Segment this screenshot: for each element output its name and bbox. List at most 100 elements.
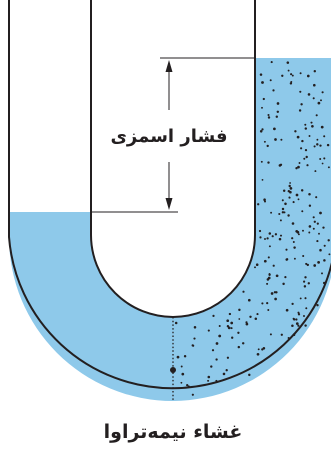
solute-particle [306, 164, 308, 166]
solute-particle [282, 199, 284, 201]
solute-particle [280, 164, 282, 166]
solute-particle [316, 114, 318, 116]
solute-particle [293, 246, 295, 248]
solute-particle [318, 102, 321, 105]
solute-particle [212, 349, 214, 351]
solute-particle [308, 93, 311, 96]
solute-particle [309, 135, 311, 137]
solute-particle [261, 161, 263, 163]
solute-particle [281, 334, 283, 336]
solute-particle [324, 245, 326, 247]
solute-particle [280, 235, 282, 237]
solute-particle [274, 298, 277, 301]
solute-particle [257, 353, 260, 356]
solute-particle [301, 210, 303, 212]
solute-particle [270, 333, 272, 335]
solute-particle [223, 373, 226, 376]
solute-particle [283, 189, 285, 191]
solute-particle [237, 332, 239, 334]
solute-particle [301, 140, 303, 142]
solute-particle [293, 201, 295, 203]
solute-particle [227, 357, 229, 359]
solute-particle [297, 325, 299, 327]
solute-particle [280, 219, 282, 221]
solute-particle [261, 302, 263, 304]
solute-particle [263, 98, 265, 100]
solute-particle [303, 158, 305, 160]
solute-particle [323, 157, 325, 159]
solute-particle [305, 149, 307, 151]
solute-particle [193, 338, 195, 340]
solute-particle [313, 228, 315, 230]
solute-particle [282, 283, 284, 285]
solute-particle [313, 97, 315, 99]
solute-particle [328, 239, 330, 241]
solute-particle [267, 161, 269, 163]
solute-particle [267, 145, 269, 147]
solute-particle [300, 72, 302, 74]
solute-particle [284, 203, 287, 206]
solute-particle [270, 79, 272, 81]
solute-particle [303, 281, 305, 283]
solute-particle [266, 302, 268, 304]
solute-particle [284, 211, 286, 213]
solute-particle [238, 346, 240, 348]
solute-particle [316, 143, 318, 145]
solute-particle [323, 135, 325, 137]
solute-particle [262, 179, 264, 181]
solute-particle [263, 347, 266, 350]
solute-particle [310, 122, 312, 124]
solute-particle [288, 70, 290, 72]
solute-particle [271, 292, 274, 295]
solute-particle [314, 70, 316, 72]
solute-particle [270, 212, 272, 214]
solute-particle [314, 145, 316, 147]
solute-particle [238, 318, 240, 320]
solute-particle [238, 309, 240, 311]
solute-particle [297, 136, 300, 139]
solute-particle [304, 297, 306, 299]
solute-particle [294, 258, 296, 260]
solute-particle [229, 313, 231, 315]
solute-particle [307, 75, 310, 78]
solute-particle [260, 73, 263, 76]
solute-particle [299, 162, 301, 164]
solute-particle [321, 272, 323, 274]
solute-particle [291, 324, 294, 327]
solute-particle [261, 81, 264, 84]
solute-particle [328, 166, 330, 168]
solute-particle [272, 235, 274, 237]
solute-particle [268, 274, 270, 276]
solute-particle [218, 335, 221, 338]
solute-particle [281, 75, 283, 77]
solute-particle [327, 144, 329, 146]
solute-particle [192, 394, 194, 396]
solute-particle [319, 144, 321, 146]
solute-particle [302, 255, 304, 257]
solute-particle [274, 291, 276, 293]
solute-particle [210, 365, 212, 367]
solute-particle [267, 278, 270, 281]
solute-particle [305, 307, 307, 309]
solute-particle [259, 236, 261, 238]
solute-particle [184, 355, 186, 357]
solute-particle [323, 259, 326, 262]
solute-particle [320, 99, 322, 101]
solute-particle [304, 124, 306, 126]
solute-particle [282, 208, 284, 210]
solute-particle [256, 263, 259, 266]
solute-particle [322, 163, 324, 165]
solute-particle [304, 285, 306, 287]
solute-particle [289, 197, 291, 199]
solute-particle [290, 73, 292, 75]
solute-particle [289, 182, 291, 184]
solute-particle [291, 303, 293, 305]
solute-particle [304, 324, 306, 326]
solute-particle [180, 382, 182, 384]
solute-particle [294, 130, 296, 132]
solute-particle [192, 344, 194, 346]
solute-particle [277, 102, 280, 105]
solute-particle [322, 226, 324, 228]
solute-particle [316, 139, 318, 141]
